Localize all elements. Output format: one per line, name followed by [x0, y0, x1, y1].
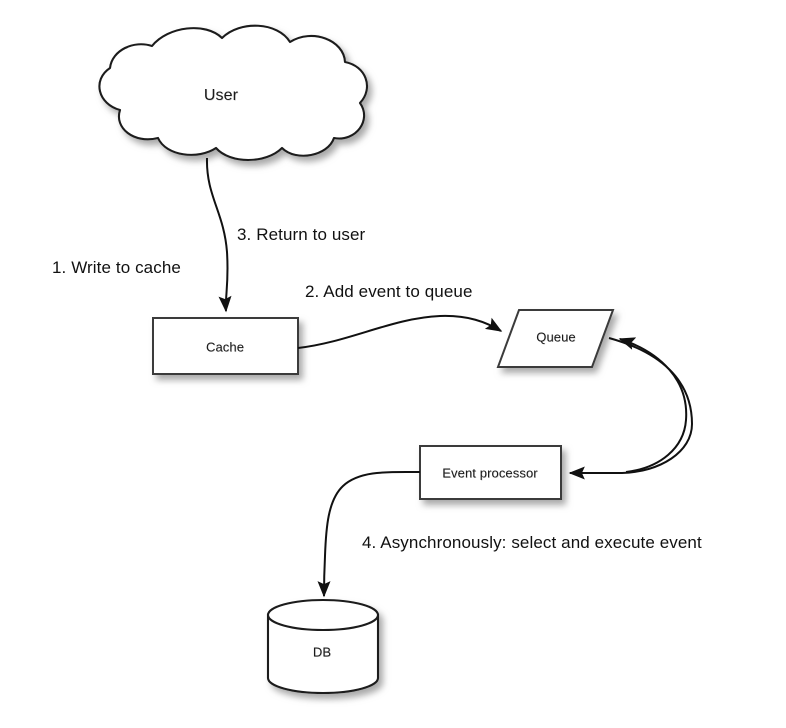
db-top	[266, 598, 380, 632]
node-event-processor[interactable]	[419, 445, 562, 500]
step-label-4: 4. Asynchronously: select and execute ev…	[362, 533, 702, 552]
edge-cache-to-queue	[297, 314, 503, 349]
step-label-3: 3. Return to user	[237, 225, 366, 244]
edge-processor-to-queue	[618, 337, 688, 473]
edge-processor-to-db	[317, 470, 421, 598]
edge-user-to-cache	[205, 157, 232, 313]
cloud-shape	[98, 24, 369, 161]
db-body	[266, 613, 380, 695]
node-label-db: DB	[312, 644, 332, 660]
step-label-1: 1. Write to cache	[52, 258, 181, 277]
node-label-cache: Cache	[205, 339, 245, 355]
node-label-queue: Queue	[536, 329, 576, 345]
node-cache[interactable]	[152, 317, 299, 375]
node-label-event-processor: Event processor	[442, 465, 538, 481]
cache-box	[152, 317, 299, 375]
step-label-2: 2. Add event to queue	[305, 282, 473, 301]
event-processor-box	[419, 445, 562, 500]
node-db[interactable]	[266, 598, 380, 695]
node-label-user: User	[203, 87, 239, 104]
queue-shape	[496, 309, 615, 368]
node-user[interactable]	[98, 24, 369, 161]
node-queue[interactable]	[496, 309, 615, 368]
